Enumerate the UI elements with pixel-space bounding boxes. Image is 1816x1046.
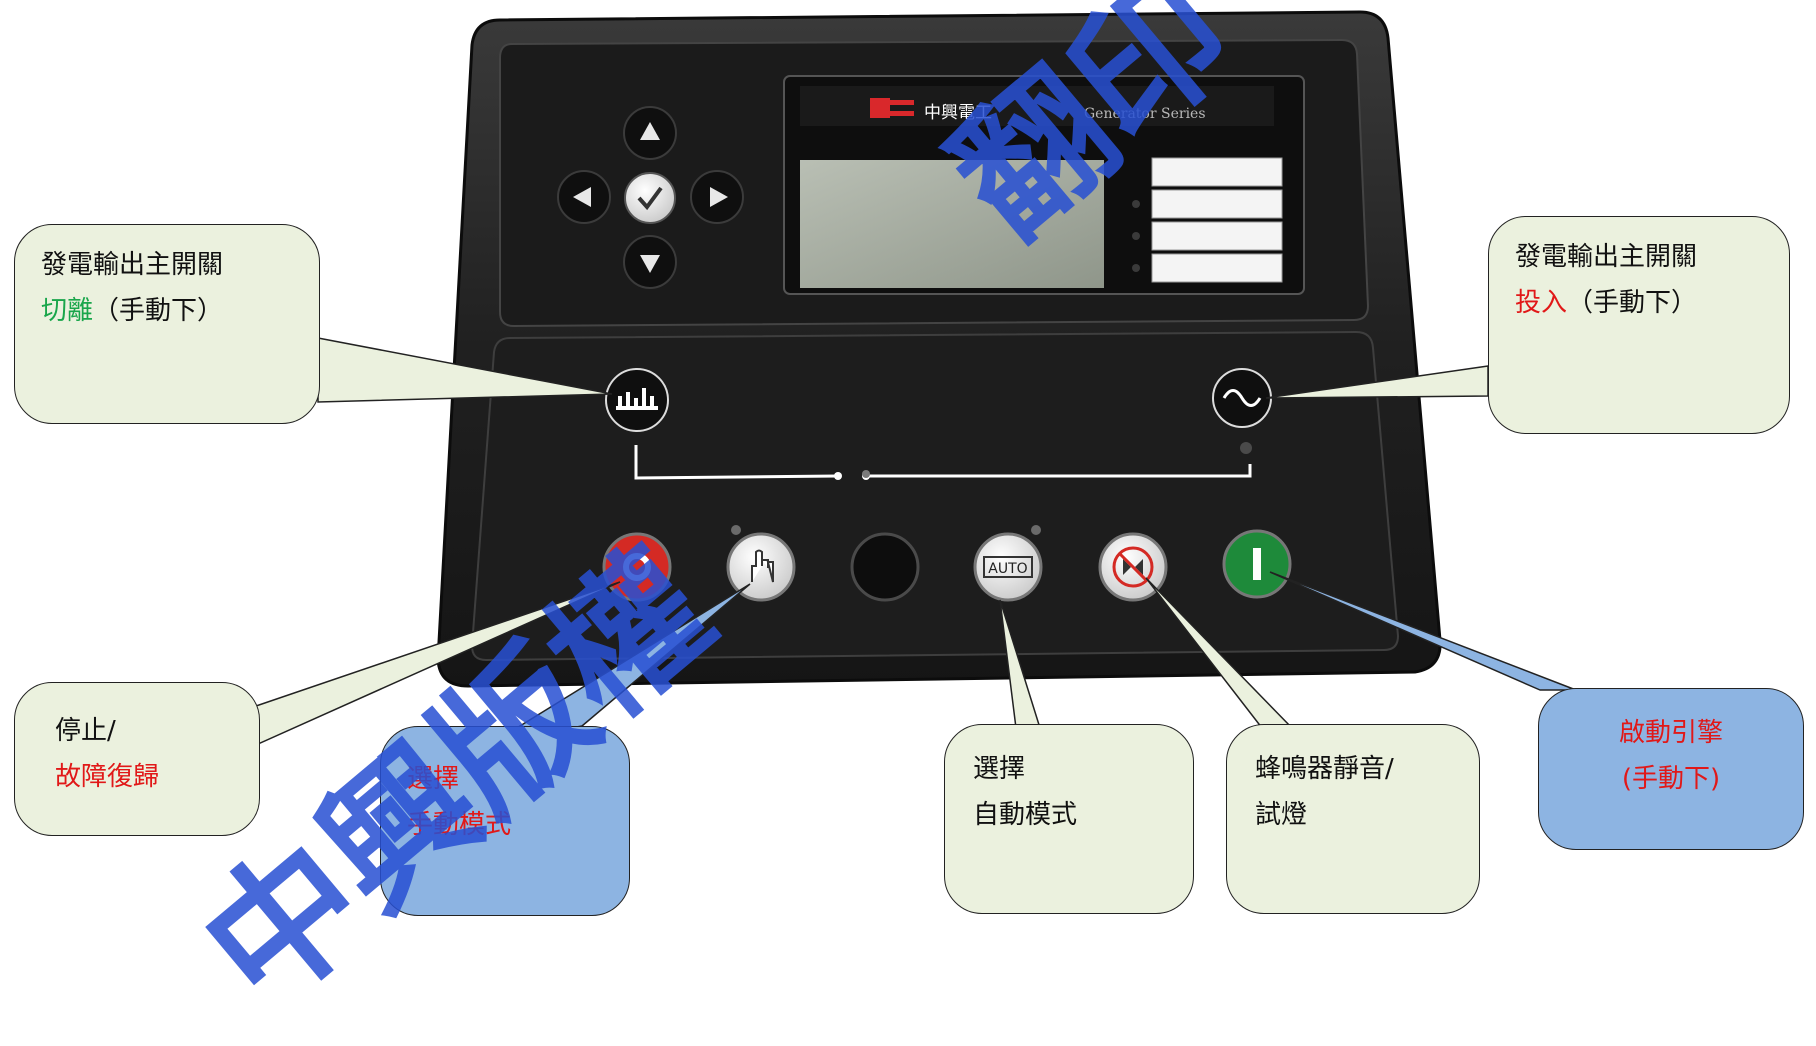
stop-symbol-icon [623, 553, 651, 581]
brand-name: 中興電工 [924, 103, 992, 123]
breaker-open-button[interactable] [605, 368, 669, 432]
breaker-close-line2: 投入（手動下） [1515, 281, 1763, 327]
auto-text: AUTO [988, 561, 1027, 577]
callout-stop-reset: 停止/ 故障復歸 [14, 682, 260, 836]
arrow-up-icon [640, 122, 660, 140]
callout-manual-mode: 選擇 手動模式 [380, 726, 630, 916]
check-icon [637, 186, 663, 211]
arrow-down-icon [640, 255, 660, 273]
stop-reset-button[interactable] [602, 532, 672, 602]
display-lcd [800, 160, 1104, 288]
auto-mode-line1: 選擇 [973, 754, 1026, 784]
callout-auto-mode: 選擇 自動模式 [944, 724, 1194, 914]
mimic-led [862, 470, 870, 478]
breaker-close-action: 投入 [1515, 287, 1568, 318]
mute-lamp-test-line2: 試燈 [1255, 799, 1308, 830]
status-label-slots [1132, 157, 1283, 283]
arrow-right-icon [710, 187, 728, 207]
panel-lower-section [470, 330, 1400, 662]
callout-mute-lamp-test: 蜂鳴器靜音/ 試燈 [1226, 724, 1480, 914]
controller-panel: 中興電工 Generator Series [255, 10, 1577, 746]
auto-mode-button[interactable]: AUTO [973, 532, 1043, 602]
stop-reset-line2: 故障復歸 [55, 761, 160, 792]
nav-down-button[interactable] [623, 235, 677, 289]
breaker-close-button[interactable] [1212, 368, 1272, 428]
spare-button[interactable] [850, 532, 920, 602]
arrow-left-icon [573, 187, 591, 207]
series-text: Generator Series [1084, 106, 1206, 122]
breaker-open-line1: 發電輸出主開關 [41, 250, 224, 280]
start-symbol-icon [1253, 548, 1261, 580]
manual-mode-led [731, 525, 741, 535]
mimic-bus-line [634, 445, 1252, 480]
callout-breaker-open: 發電輸出主開關 切離（手動下） [14, 224, 320, 424]
callout-breaker-close: 發電輸出主開關 投入（手動下） [1488, 216, 1790, 434]
generator-sine-icon [1222, 389, 1262, 407]
callout-start-engine: 啟動引擎 (手動下) [1538, 688, 1804, 850]
auto-mode-line2: 自動模式 [973, 799, 1078, 830]
breaker-close-line1: 發電輸出主開關 [1515, 242, 1698, 272]
mute-horn-icon [1112, 546, 1154, 588]
breaker-open-action: 切離 [41, 295, 94, 326]
start-engine-button[interactable] [1222, 529, 1292, 599]
stop-reset-line1: 停止/ [55, 716, 116, 746]
nav-ok-button[interactable] [624, 172, 676, 224]
nav-left-button[interactable] [557, 170, 611, 224]
breaker-close-condition: （手動下） [1567, 287, 1698, 318]
start-engine-line2: (手動下) [1621, 763, 1721, 794]
manual-mode-button[interactable] [726, 532, 796, 602]
brand-logo-icon [870, 98, 914, 118]
hand-icon [751, 549, 774, 583]
auto-mode-led [1031, 525, 1041, 535]
breaker-open-condition: （手動下） [93, 295, 224, 326]
nav-up-button[interactable] [623, 106, 677, 160]
breaker-open-line2: 切離（手動下） [41, 289, 293, 335]
nav-right-button[interactable] [690, 170, 744, 224]
load-icon [616, 388, 658, 410]
manual-mode-line1: 選擇 [407, 764, 460, 794]
manual-mode-line2: 手動模式 [407, 809, 512, 840]
breaker-close-led [1240, 442, 1252, 454]
start-engine-line1: 啟動引擎 [1618, 718, 1723, 748]
diagram-stage: 中興電工 Generator Series [14, 0, 1804, 1040]
mute-lamp-test-line1: 蜂鳴器靜音/ [1255, 754, 1394, 784]
